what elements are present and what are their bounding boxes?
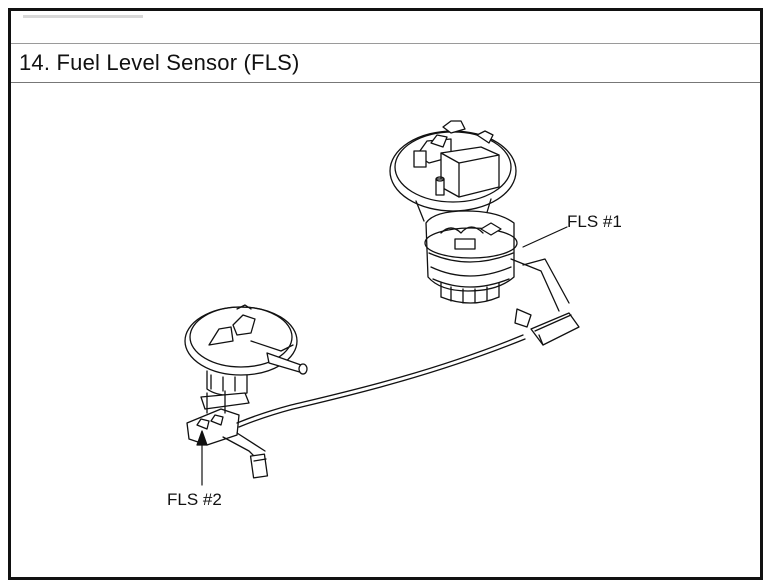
document-frame: 14. Fuel Level Sensor (FLS) bbox=[8, 8, 763, 580]
connecting-harness bbox=[236, 334, 526, 428]
title-bar: 14. Fuel Level Sensor (FLS) bbox=[11, 43, 760, 83]
fls2-arrowhead bbox=[196, 430, 208, 446]
top-strip bbox=[11, 11, 760, 43]
fls1-label: FLS #1 bbox=[567, 212, 622, 231]
fls2-label: FLS #2 bbox=[167, 490, 222, 509]
fls1-leader-line bbox=[522, 226, 568, 248]
fuel-pump-module-large bbox=[389, 120, 580, 346]
leader-lines bbox=[196, 226, 568, 486]
fuel-level-sensor-diagram: FLS #1 FLS #2 bbox=[167, 120, 622, 509]
fuel-pump-module-small bbox=[184, 304, 308, 479]
page-title: 14. Fuel Level Sensor (FLS) bbox=[19, 50, 300, 75]
